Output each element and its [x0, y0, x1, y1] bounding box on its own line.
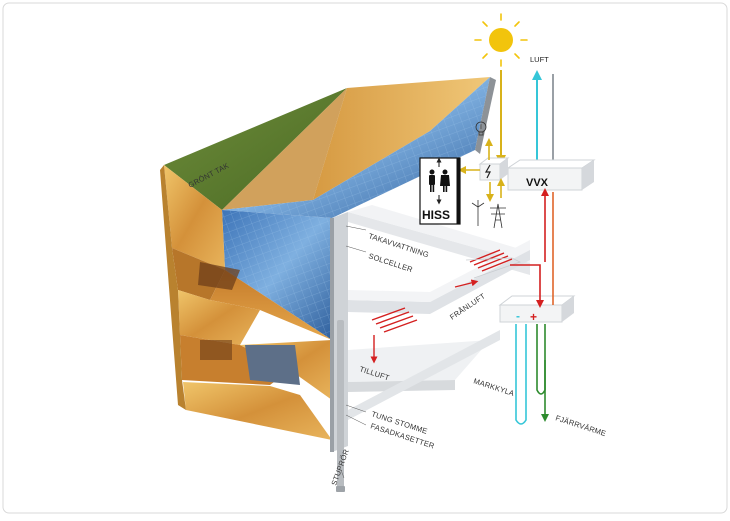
green-roof [164, 88, 347, 210]
sun-icon [474, 13, 528, 67]
roof-gold-panel [313, 77, 490, 200]
hiss-label: HISS [422, 208, 450, 222]
vvx-label: VVX [526, 177, 549, 189]
structure [330, 212, 348, 492]
luft-label: LUFT [530, 55, 549, 64]
lightbulb-icon [475, 121, 487, 136]
lightning-icon [484, 164, 491, 179]
downpipe [337, 320, 344, 488]
wind-turbine-icon [471, 200, 485, 226]
minus-label: - [516, 309, 520, 323]
markkyla-label: MARKKYLA [472, 376, 515, 398]
facade-panel [164, 165, 225, 270]
lower-slab [348, 340, 490, 382]
heat-flow-lines [370, 188, 554, 364]
label-leaders [340, 225, 367, 479]
power-pylon-icon [490, 203, 506, 229]
elevator-people-icon [429, 169, 450, 192]
ground-cooling-loop [515, 324, 527, 425]
elevator-hiss: HISS [419, 157, 461, 225]
heating-coils [371, 249, 522, 333]
page-frame [2, 2, 728, 514]
fjarrvarme-label: FJÄRRVÄRME [554, 413, 607, 438]
energy-switch-box [478, 157, 510, 181]
heat-exchanger-box: - + [498, 295, 576, 324]
building [160, 77, 496, 440]
vvx-unit: VVX [506, 159, 596, 191]
district-heating-loop [536, 324, 546, 395]
solceller-label: SOLCELLER [367, 251, 414, 274]
plus-label: + [530, 310, 537, 324]
